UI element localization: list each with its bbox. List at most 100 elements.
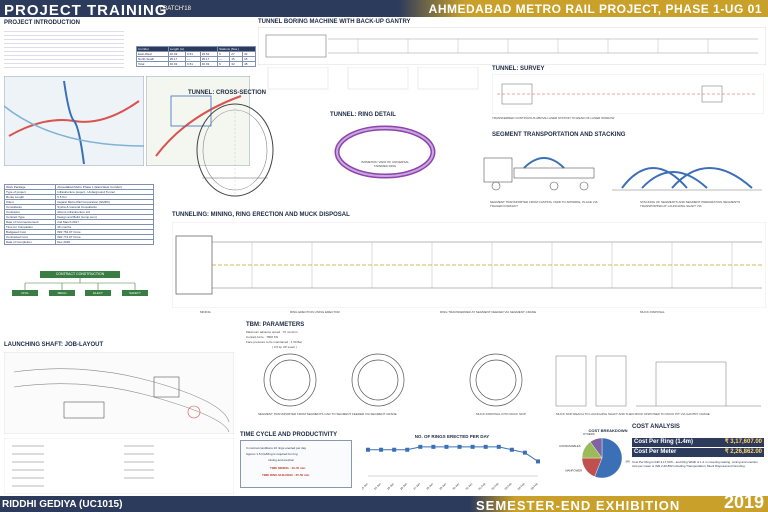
- x-tick-label: 02-Feb: [490, 482, 499, 490]
- org-node-civil: CIVIL: [12, 290, 38, 296]
- data-point: [431, 444, 436, 449]
- x-tick-label: 01-Feb: [477, 482, 486, 490]
- data-point: [536, 459, 540, 464]
- cost-per-meter-value: ₹ 2,26,862.00: [724, 449, 762, 455]
- cost-per-meter-row: Cost Per Meter ₹ 2,26,862.00: [632, 448, 764, 457]
- data-point: [366, 447, 370, 452]
- section-time-cycle-title: TIME CYCLE AND PRODUCTIVITY: [240, 432, 338, 438]
- footer-bar: [0, 496, 768, 512]
- section-intro-title: PROJECT INTRODUCTION: [4, 20, 81, 26]
- segment-stack-drawing: [612, 167, 762, 191]
- tbm-specs-panels: [267, 67, 479, 90]
- cost-per-meter-label: Cost Per Meter: [634, 449, 677, 455]
- pie-label: OTHERS: [583, 432, 595, 436]
- segment-caption-2: STACKING OF SEGMENTS AND SEGMENT PREPARA…: [640, 200, 740, 208]
- pie-label: MATERIAL: [626, 459, 630, 463]
- section-launching-title: LAUNCHING SHAFT: JOB-LAYOUT: [4, 342, 104, 348]
- exhibition-title: SEMESTER-END EXHIBITION: [476, 498, 681, 512]
- section-tbm-params-title: TBM: PARAMETERS: [246, 322, 305, 328]
- zoom-map: [146, 76, 250, 166]
- time-cycle-ring-building: TIME RING BUILDING : 35-50 min: [262, 473, 310, 477]
- section-ring-title: TUNNEL: RING DETAIL: [330, 112, 396, 118]
- org-node-elect: ELECT: [85, 290, 111, 296]
- tbm-param-4: ( 3.5 tip UP exact ): [272, 345, 297, 349]
- section-cross-title: TUNNEL: CROSS-SECTION: [188, 90, 266, 96]
- muck-caption-2: MUCK DISPOSAL INTO MUCK SKIP: [476, 412, 526, 416]
- author-name: RIDDHI GEDIYA (UC1015): [2, 499, 123, 510]
- exhibition-year: 2019: [724, 492, 765, 512]
- segment-trailer-drawing: [483, 157, 595, 191]
- pie-slice: [589, 437, 603, 459]
- x-tick-label: 25-Jan: [386, 482, 395, 490]
- tbm-gantry-drawing: [258, 27, 766, 65]
- org-connectors: [24, 278, 136, 290]
- x-tick-label: 04-Feb: [517, 482, 526, 490]
- org-node-mech: MECH: [49, 290, 75, 296]
- data-point: [392, 447, 397, 452]
- section-survey-title: TUNNEL: SURVEY: [492, 66, 545, 72]
- x-tick-label: 24-Jan: [373, 482, 382, 490]
- pie-slice: [594, 437, 623, 479]
- mining-caption-3: RING TRANSFERRED AT SEGMENT FEEDER VIA S…: [440, 310, 537, 314]
- pie-label: MANPOWER: [565, 468, 582, 472]
- header-bar: [0, 0, 768, 17]
- pie-title: COST BREAKDOWN: [588, 428, 627, 433]
- batch-label: | BATCH'18: [160, 6, 191, 12]
- tbm-param-3: Face pressure to be maintained : 1.50 Ba…: [246, 340, 303, 344]
- tapered-ring-iso: [334, 125, 436, 179]
- x-tick-label: 26-Jan: [399, 482, 408, 490]
- ring-erection-views: [263, 353, 761, 407]
- cost-per-ring-label: Cost Per Ring (1.4m): [634, 439, 694, 445]
- cost-per-ring-value: ₹ 3,17,607.00: [724, 439, 762, 445]
- section-segment-title: SEGMENT TRANSPORTATION AND STACKING: [492, 132, 626, 138]
- data-point: [522, 450, 527, 455]
- x-tick-label: 30-Jan: [451, 482, 460, 490]
- cost-breakdown-pie: COST BREAKDOWN MATERIAL MANPOWER CONSUMABLE…: [559, 428, 630, 479]
- time-cycle-line-1: In normal conditions 10 rings erected pe…: [246, 446, 307, 450]
- data-point: [483, 444, 488, 449]
- tunnel-cross-section: [196, 103, 274, 197]
- x-tick-label: 31-Jan: [464, 482, 473, 490]
- section-tbm-gantry-title: TUNNEL BORING MACHINE WITH BACK-UP GANTR…: [258, 19, 411, 25]
- intro-text-block: [4, 28, 124, 68]
- time-cycle-mining: TIME MINING : 40-45 min: [270, 466, 306, 470]
- mining-caption-1: MINING: [200, 310, 211, 314]
- tbm-longitudinal-drawing: [172, 222, 766, 308]
- x-tick-label: 03-Feb: [503, 482, 512, 490]
- ring-caption: ISOMETRIC VIEW OF UNIVERSAL TAPERED RING: [360, 160, 409, 168]
- x-tick-label: 23-Jan: [362, 482, 369, 490]
- rings-per-day-chart: NO. OF RINGS ERECTED PER DAY 23-Jan 24-Jan…: [362, 434, 540, 490]
- x-tick-label: 27-Jan: [412, 482, 421, 490]
- muck-caption-1: SEGMENT TRANSPORTED FROM SEGMENTS CAR TO…: [258, 412, 397, 416]
- data-point: [470, 444, 475, 449]
- tbm-param-2: Contact force : 7800 KN: [246, 335, 279, 339]
- data-point: [509, 447, 514, 452]
- data-point: [457, 444, 462, 449]
- cost-per-ring-row: Cost Per Ring (1.4m) ₹ 3,17,607.00: [632, 438, 764, 447]
- chart-title: NO. OF RINGS ERECTED PER DAY: [415, 434, 490, 439]
- time-cycle-box: [240, 440, 352, 488]
- survey-caption: TRANSFERRED CONTINUOUS ABOVE LASER STATI…: [492, 116, 615, 120]
- mining-caption-4: MUCK DISPOSAL: [640, 310, 665, 314]
- cost-note: Cost Per Ring is INR 3,17,607/-, and Rin…: [632, 460, 758, 468]
- org-top-node: CONTRACT CONSTRUCTION: [40, 271, 120, 278]
- project-title: AHMEDABAD METRO RAIL PROJECT, PHASE 1-UG…: [428, 2, 762, 16]
- series-line: [368, 446, 539, 462]
- x-tick-label: 28-Jan: [425, 482, 434, 490]
- pie-label: CONSUMABLES: [559, 444, 581, 448]
- launching-shaft-layout: [4, 352, 234, 434]
- time-cycle-line-3: mining and erection: [268, 458, 295, 462]
- x-tick-label: 05-Feb: [530, 482, 539, 490]
- org-node-safety: SAFETY: [122, 290, 148, 296]
- segment-caption-1: SEGMENT TRANSPORTED FROM CASTING YARD TO…: [490, 200, 598, 208]
- mining-caption-2: RING ERECTION USING ERECTOR: [290, 310, 340, 314]
- data-point: [496, 444, 501, 449]
- data-point: [418, 444, 423, 449]
- muck-caption-3: MUCK SKIP REACH TO LAUNCHING SHAFT AND T…: [556, 412, 710, 416]
- survey-drawing: [492, 74, 764, 114]
- x-tick-label: 29-Jan: [438, 482, 447, 490]
- section-mining-title: TUNNELING: MINING, RING ERECTION AND MUC…: [172, 212, 350, 218]
